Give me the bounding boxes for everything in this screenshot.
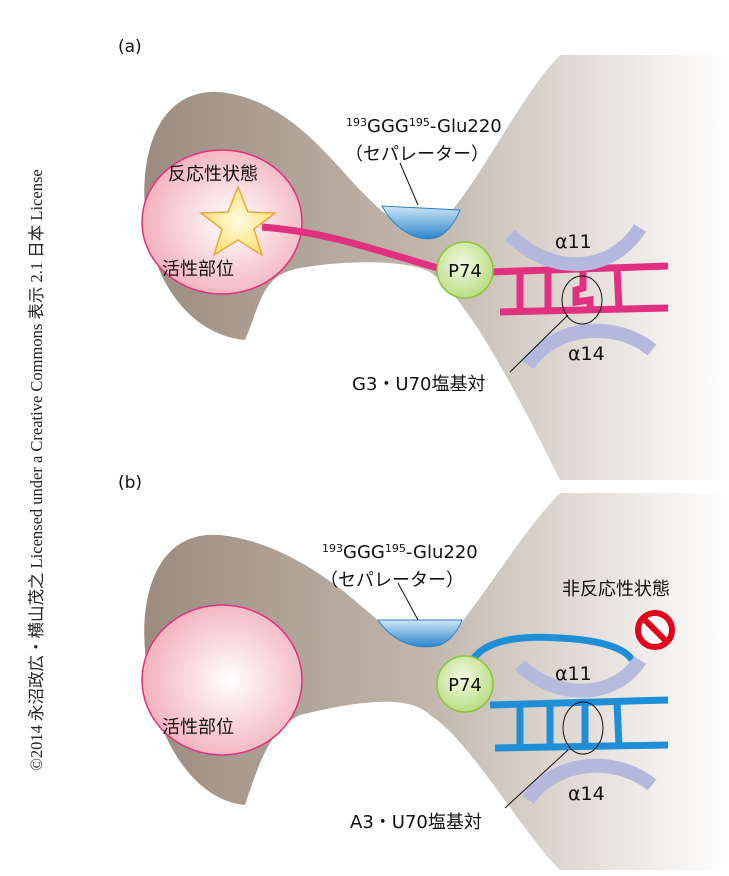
separator-pocket — [377, 619, 463, 648]
separator-label: （セパレーター） — [345, 144, 489, 165]
svg-text:193GGG195-Glu220: 193GGG195-Glu220 — [346, 116, 502, 137]
alpha14-label: α14 — [568, 783, 605, 805]
p74-domain — [436, 655, 494, 713]
base-pair-label: A3・U70塩基対 — [350, 812, 482, 833]
helix-a11 — [515, 655, 646, 698]
panel-b-label: (b) — [118, 473, 142, 493]
alpha14-label: α14 — [568, 343, 605, 365]
p74-label: P74 — [448, 261, 482, 282]
separator-pocket — [381, 205, 461, 240]
nonreactive-state-label: 非反応性状態 — [562, 579, 670, 600]
reactive-state-label: 反応性状態 — [168, 164, 258, 185]
helix-a14 — [522, 323, 657, 370]
panel-b: (b) 活性部位 P74 α11 α14 非反応性状態 A3・U70塩基対 19… — [118, 473, 729, 870]
alpha11-label: α11 — [555, 663, 592, 685]
alpha11-label: α11 — [555, 231, 592, 253]
svg-text:193GGG195-Glu220: 193GGG195-Glu220 — [322, 542, 478, 563]
star-icon — [198, 184, 278, 257]
helix-a11 — [505, 223, 646, 272]
p74-label: P74 — [448, 675, 482, 696]
prohibited-icon — [635, 610, 675, 650]
panel-a: (a) 反応性状態 活性部位 P74 α11 α14 G3・U70塩基対 193… — [118, 37, 729, 480]
panel-a-label: (a) — [118, 37, 142, 57]
active-site — [141, 604, 303, 756]
active-site-label: 活性部位 — [162, 717, 234, 738]
helix-a14 — [522, 758, 657, 805]
p74-domain — [436, 241, 494, 299]
license-credit: ©2014 永沼政広・横山茂之 Licensed under a Creativ… — [27, 169, 46, 771]
active-site-label: 活性部位 — [162, 259, 234, 280]
separator-label: （セパレーター） — [320, 570, 464, 591]
base-pair-label: G3・U70塩基対 — [352, 374, 485, 395]
